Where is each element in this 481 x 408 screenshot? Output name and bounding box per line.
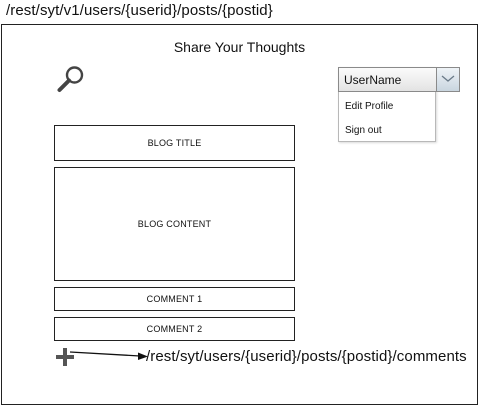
route-label-post: /rest/syt/v1/users/{userid}/posts/{posti… <box>6 2 273 19</box>
comment-label-1: COMMENT 1 <box>146 294 203 304</box>
plus-icon[interactable] <box>56 348 74 366</box>
dropdown-button[interactable] <box>436 68 459 91</box>
blog-content-box[interactable]: BLOG CONTENT <box>54 167 295 281</box>
menu-item-edit-profile[interactable]: Edit Profile <box>345 101 394 112</box>
menu-item-sign-out[interactable]: Sign out <box>345 125 382 136</box>
page-frame <box>1 24 478 405</box>
username-label: UserName <box>344 73 402 87</box>
comment-box-2[interactable]: COMMENT 2 <box>54 317 295 341</box>
chevron-down-icon <box>441 75 455 82</box>
comment-box-1[interactable]: COMMENT 1 <box>54 287 295 311</box>
app-title: Share Your Thoughts <box>0 39 481 55</box>
blog-title-label: BLOG TITLE <box>147 138 202 148</box>
blog-content-label: BLOG CONTENT <box>137 219 212 229</box>
arrow-connector <box>69 351 148 360</box>
app-title-text: Share Your Thoughts <box>173 39 306 55</box>
route-label-comments: /rest/syt/users/{userid}/posts/{postid}/… <box>146 348 467 365</box>
blog-title-box[interactable]: BLOG TITLE <box>54 125 295 161</box>
search-icon[interactable] <box>55 64 87 96</box>
username-select[interactable]: UserName <box>338 67 460 92</box>
comment-label-2: COMMENT 2 <box>146 324 203 334</box>
